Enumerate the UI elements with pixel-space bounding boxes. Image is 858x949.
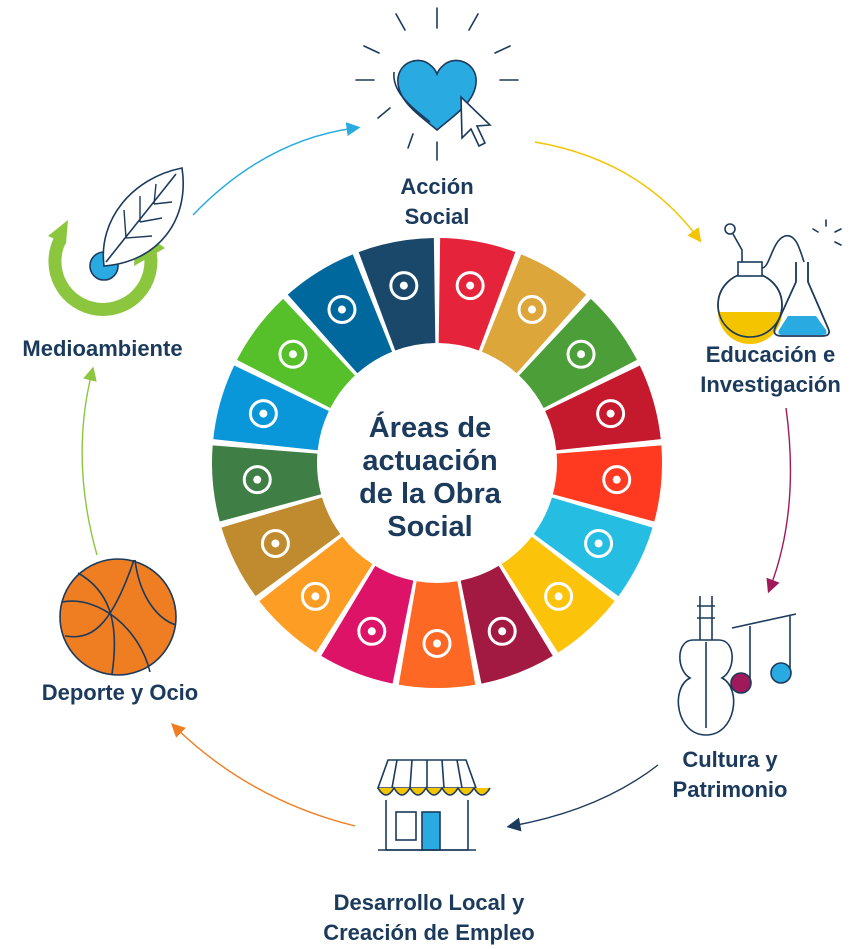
sdg-segment-10 [321,565,414,684]
sdg-segment-9 [398,581,476,688]
cycle-arrows [81,122,792,832]
center-title-line: Social [387,511,473,543]
label-line: Acción [400,174,474,199]
sdg-segment-6 [533,497,653,597]
leaf-recycle-icon [48,167,184,316]
tree-bird-icon [278,339,308,369]
label-line: Patrimonio [672,777,788,802]
sdg-wheel [211,238,663,688]
label-line: Creación de Empleo [323,920,535,945]
label-medioambiente: Medioambiente [0,334,205,364]
flask-icon [717,219,842,344]
heart-cursor-icon [355,7,519,161]
label-line: Desarrollo Local y [333,890,525,915]
sdg-segment-17 [358,238,436,351]
label-accion-social: Acción Social [357,172,517,232]
center-title-line: de la Obra [359,478,501,510]
label-cultura: Cultura y Patrimonio [640,745,820,805]
label-line: Deporte y Ocio [41,680,199,705]
bowl-icon [517,295,547,325]
water-drop-icon [584,528,614,558]
center-title: Áreas de actuación de la Obra Social [330,412,530,544]
violin-music-icon [677,596,797,736]
label-educacion: Educación e Investigación [683,340,858,400]
book-icon [596,399,626,429]
arrow-medioambiente-to-accion [192,122,361,216]
fish-icon [248,399,278,429]
basketball-icon [59,558,177,676]
sdg-segment-2 [481,254,587,374]
arrow-accion-to-educacion [534,141,702,243]
label-deporte: Deporte y Ocio [20,678,220,708]
sdg-segment-12 [221,497,341,597]
city-icon [300,581,330,611]
sdg-segment-13 [211,445,322,522]
sun-power-icon [544,581,574,611]
dove-gavel-icon [327,295,357,325]
center-title-line: actuación [362,445,498,477]
family-icon [455,271,485,301]
label-line: Educación e [705,342,836,367]
sdg-segment-1 [438,238,516,351]
sdg-segment-4 [545,365,661,451]
sdg-segment-5 [552,445,663,522]
infinity-icon [260,528,290,558]
sdg-segment-8 [460,565,553,684]
arrow-desarrollo-to-deporte [170,723,356,827]
shop-icon [376,759,491,851]
eye-globe-icon [242,465,272,495]
sdg-segment-14 [213,365,329,451]
growth-chart-icon [487,616,517,646]
arrow-cultura-to-desarrollo [506,764,659,832]
label-line: Medioambiente [22,336,183,361]
gender-icon [602,465,632,495]
label-line: Social [404,204,470,229]
label-desarrollo: Desarrollo Local y Creación de Empleo [317,888,541,948]
arrow-deporte-to-medioambiente [81,366,98,556]
center-title-line: Áreas de [368,412,492,444]
cubes-icon [422,629,452,658]
label-line: Cultura y [682,747,778,772]
rings-icon [389,271,419,301]
heartbeat-icon [566,339,596,369]
sdg-segment-16 [287,254,393,374]
arrow-educacion-to-cultura [766,407,792,594]
label-line: Investigación [700,372,841,397]
equality-arrows-icon [357,616,387,646]
